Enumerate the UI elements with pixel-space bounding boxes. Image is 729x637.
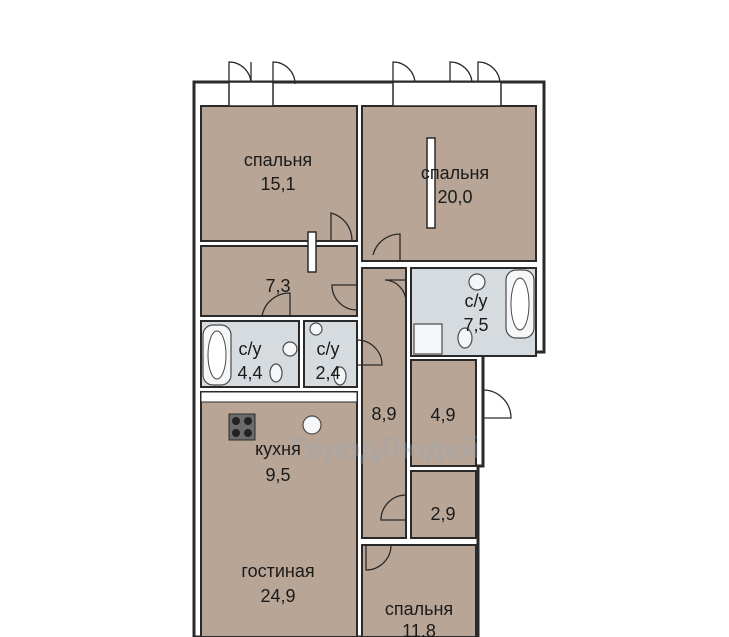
label-bath-small-2-name: с/у bbox=[316, 339, 339, 359]
label-bath-small-1-area: 4,4 bbox=[237, 363, 262, 383]
balcony-doors bbox=[228, 61, 502, 107]
label-bedroom-nw-area: 15,1 bbox=[260, 174, 295, 194]
label-bedroom-ne-area: 20,0 bbox=[437, 187, 472, 207]
toilet-small-2 bbox=[333, 366, 347, 386]
label-bath-large-area: 7,5 bbox=[463, 315, 488, 335]
sink-small-2 bbox=[309, 322, 323, 336]
room-storage-1 bbox=[410, 359, 477, 467]
room-bedroom-ne bbox=[361, 105, 537, 262]
label-bath-small-1-name: с/у bbox=[238, 339, 261, 359]
watermark-text: ГородЛюдей bbox=[290, 432, 480, 465]
wardrobe-ne bbox=[426, 137, 436, 229]
bathtub-large bbox=[505, 269, 535, 339]
room-bedroom-s bbox=[361, 544, 477, 637]
room-corridor bbox=[200, 245, 358, 317]
partition-wall bbox=[200, 391, 358, 403]
wardrobe-nw bbox=[307, 231, 317, 273]
stove-icon bbox=[228, 413, 256, 441]
label-kitchen-name: кухня bbox=[255, 439, 301, 459]
room-storage-2 bbox=[410, 470, 477, 539]
sink-small-1 bbox=[282, 341, 298, 357]
room-hall bbox=[361, 267, 407, 539]
label-storage-1-area: 4,9 bbox=[430, 405, 455, 425]
label-living-name: гостиная bbox=[241, 561, 314, 581]
label-bedroom-nw-name: спальня bbox=[244, 150, 312, 170]
label-kitchen-area: 9,5 bbox=[265, 465, 290, 485]
label-hall-area: 8,9 bbox=[371, 404, 396, 424]
toilet-small-1 bbox=[269, 363, 283, 383]
label-bath-large-name: с/у bbox=[464, 291, 487, 311]
label-bath-small-2-area: 2,4 bbox=[315, 363, 340, 383]
kitchen-sink bbox=[302, 415, 322, 435]
shower-tray bbox=[413, 323, 443, 355]
sink-large bbox=[468, 273, 486, 291]
interior-doors bbox=[261, 212, 512, 571]
label-bedroom-s-name: спальня bbox=[385, 599, 453, 619]
toilet-large bbox=[457, 327, 473, 349]
label-storage-2-area: 2,9 bbox=[430, 504, 455, 524]
label-bedroom-s-area: 11,8 bbox=[402, 621, 436, 637]
label-living-area: 24,9 bbox=[260, 586, 295, 606]
bathtub-small bbox=[202, 324, 232, 386]
label-bedroom-ne-name: спальня bbox=[421, 163, 489, 183]
label-corridor-area: 7,3 bbox=[265, 276, 290, 296]
